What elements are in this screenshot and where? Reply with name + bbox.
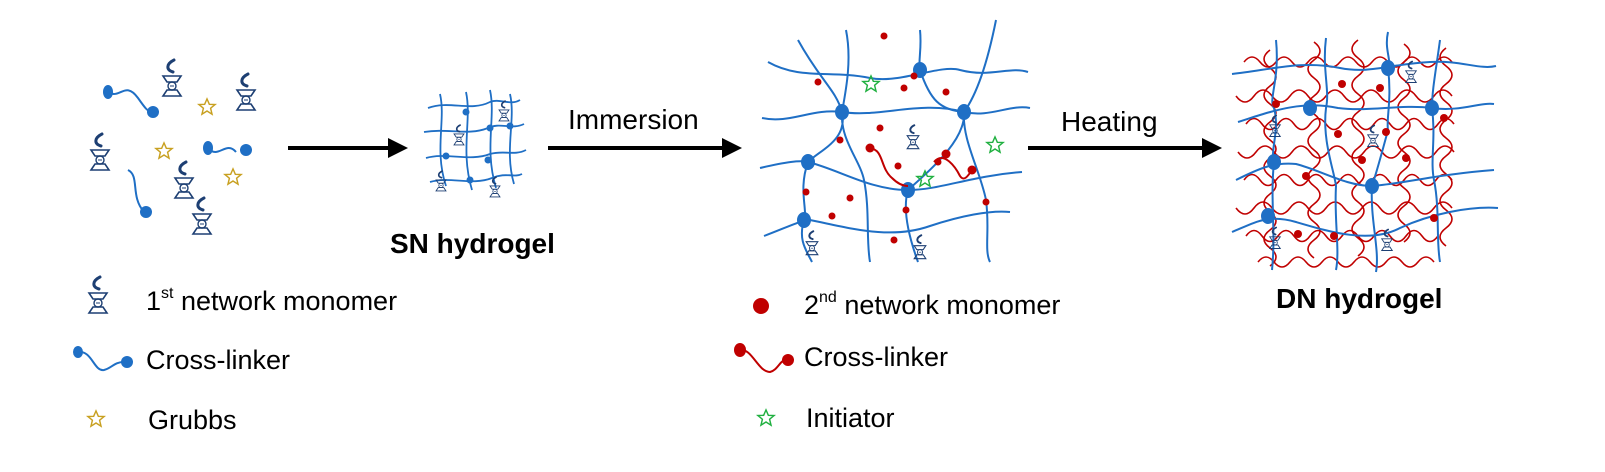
sn-hydrogel-nodes	[442, 108, 514, 184]
legend-grubbs-label: Grubbs	[148, 405, 237, 435]
first-network-monomer-icon	[173, 160, 195, 200]
legend-first-monomer-label: 1st network monomer	[146, 285, 398, 317]
grubbs-star-icon	[155, 142, 173, 159]
crosslinker-end	[865, 143, 875, 153]
initiator-star-icon	[986, 136, 1004, 153]
sn-hydrogel-label: SN hydrogel	[390, 228, 555, 259]
legend-second-crosslinker-label: Cross-linker	[804, 342, 949, 372]
grubbs-star-icon	[198, 98, 216, 115]
second-network-monomers	[802, 32, 990, 244]
crosslinker-icon	[203, 141, 252, 156]
first-network-monomer-icon	[805, 230, 819, 256]
legend-first-monomer-icon	[87, 275, 109, 315]
second-network-crosslinkers	[869, 147, 973, 187]
monomer-mixture	[89, 58, 257, 236]
grubbs-star-icon	[224, 168, 242, 185]
first-network-monomer-icon	[498, 100, 510, 122]
first-network-monomer-icon	[161, 58, 183, 98]
dn-hydrogel-nodes	[1261, 60, 1448, 240]
legend-initiator-label: Initiator	[806, 403, 895, 433]
crosslinker-end	[967, 165, 977, 175]
first-network-monomer-icon	[1268, 226, 1282, 250]
first-network-monomer-icon	[191, 196, 213, 236]
legend-second-crosslinker-icon	[734, 343, 794, 374]
legend-initiator-star-icon	[757, 409, 775, 426]
dn-hydrogel-label: DN hydrogel	[1276, 283, 1443, 314]
crosslinker-icon	[127, 169, 152, 218]
legend-first-crosslinker-label: Cross-linker	[146, 345, 291, 375]
immersion-label: Immersion	[568, 104, 699, 135]
first-network-monomer-icon	[235, 72, 257, 112]
first-network-monomer-icon	[453, 124, 465, 146]
legend-second-monomer-icon	[753, 298, 769, 314]
first-network-monomer-icon	[89, 132, 111, 172]
legend-first-crosslinker-icon	[73, 346, 133, 372]
crosslinker-end	[941, 149, 951, 159]
legend-grubbs-star-icon	[87, 410, 105, 427]
first-network-monomer-icon	[913, 234, 927, 260]
heating-label: Heating	[1061, 106, 1158, 137]
legend-second-monomer-label: 2nd network monomer	[804, 289, 1061, 321]
dn-hydrogel-second-network	[1235, 39, 1455, 268]
first-network-monomer-icon	[906, 124, 920, 150]
crosslinker-icon	[103, 85, 159, 118]
swollen-network-nodes	[797, 62, 971, 228]
